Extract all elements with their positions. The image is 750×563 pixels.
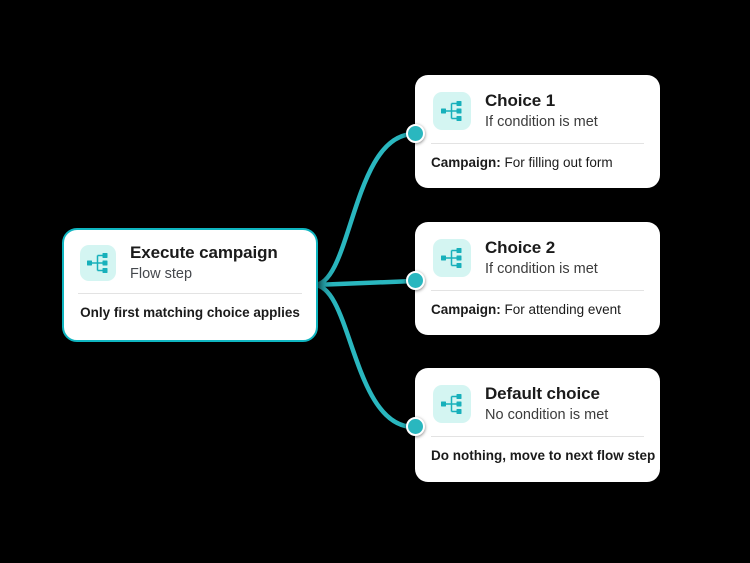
node-subtitle: Flow step	[130, 265, 193, 282]
flow-branch-icon	[433, 384, 471, 423]
node-header-text: Choice 1 If condition is met	[485, 91, 598, 131]
divider	[78, 292, 302, 294]
node-title: Choice 1	[485, 91, 556, 110]
divider	[431, 435, 644, 437]
choice-node-default-choice[interactable]: Default choice No condition is met Do no…	[415, 368, 660, 482]
node-subtitle: If condition is met	[485, 260, 598, 277]
divider	[431, 289, 644, 291]
node-footer-value: Do nothing, move to next flow step	[431, 447, 656, 463]
node-footer-value: For attending event	[504, 301, 621, 317]
node-header: Default choice No condition is met	[415, 368, 660, 436]
node-footer-action: Do nothing, move to next flow step	[415, 437, 660, 476]
node-footer-value: For filling out form	[504, 154, 613, 170]
flow-step-node-execute-campaign[interactable]: Execute campaign Flow step Only first ma…	[62, 228, 318, 342]
node-title: Choice 2	[485, 238, 556, 257]
connector-handle-default-choice[interactable]	[406, 417, 425, 436]
node-subtitle: No condition is met	[485, 406, 609, 423]
node-title: Execute campaign	[130, 243, 278, 262]
edge-to-choice-1	[311, 131, 417, 288]
edge-to-choice-2	[311, 278, 417, 288]
node-footer-label: Campaign:	[431, 154, 501, 170]
node-header-text: Default choice No condition is met	[485, 384, 608, 424]
edge-to-default-choice	[311, 282, 417, 430]
flow-branch-icon	[433, 91, 471, 130]
choice-node-choice-1[interactable]: Choice 1 If condition is met Campaign: F…	[415, 75, 660, 188]
node-header: Choice 1 If condition is met	[415, 75, 660, 143]
node-title: Default choice	[485, 384, 600, 403]
flow-branch-icon	[433, 238, 471, 277]
flow-branch-icon	[80, 244, 116, 281]
connector-handle-choice-1[interactable]	[406, 124, 425, 143]
node-subtitle: If condition is met	[485, 113, 598, 130]
node-footer-note: Only first matching choice applies	[80, 304, 300, 320]
node-header: Choice 2 If condition is met	[415, 222, 660, 290]
node-header-text: Execute campaign Flow step	[130, 243, 278, 283]
node-header: Execute campaign Flow step	[64, 230, 316, 293]
node-footer-campaign: Campaign: For attending event	[415, 291, 660, 330]
node-header-text: Choice 2 If condition is met	[485, 238, 598, 278]
connector-handle-choice-2[interactable]	[406, 271, 425, 290]
node-footer-campaign: Campaign: For filling out form	[415, 144, 660, 183]
divider	[431, 142, 644, 144]
node-footer-label: Campaign:	[431, 301, 501, 317]
choice-node-choice-2[interactable]: Choice 2 If condition is met Campaign: F…	[415, 222, 660, 335]
